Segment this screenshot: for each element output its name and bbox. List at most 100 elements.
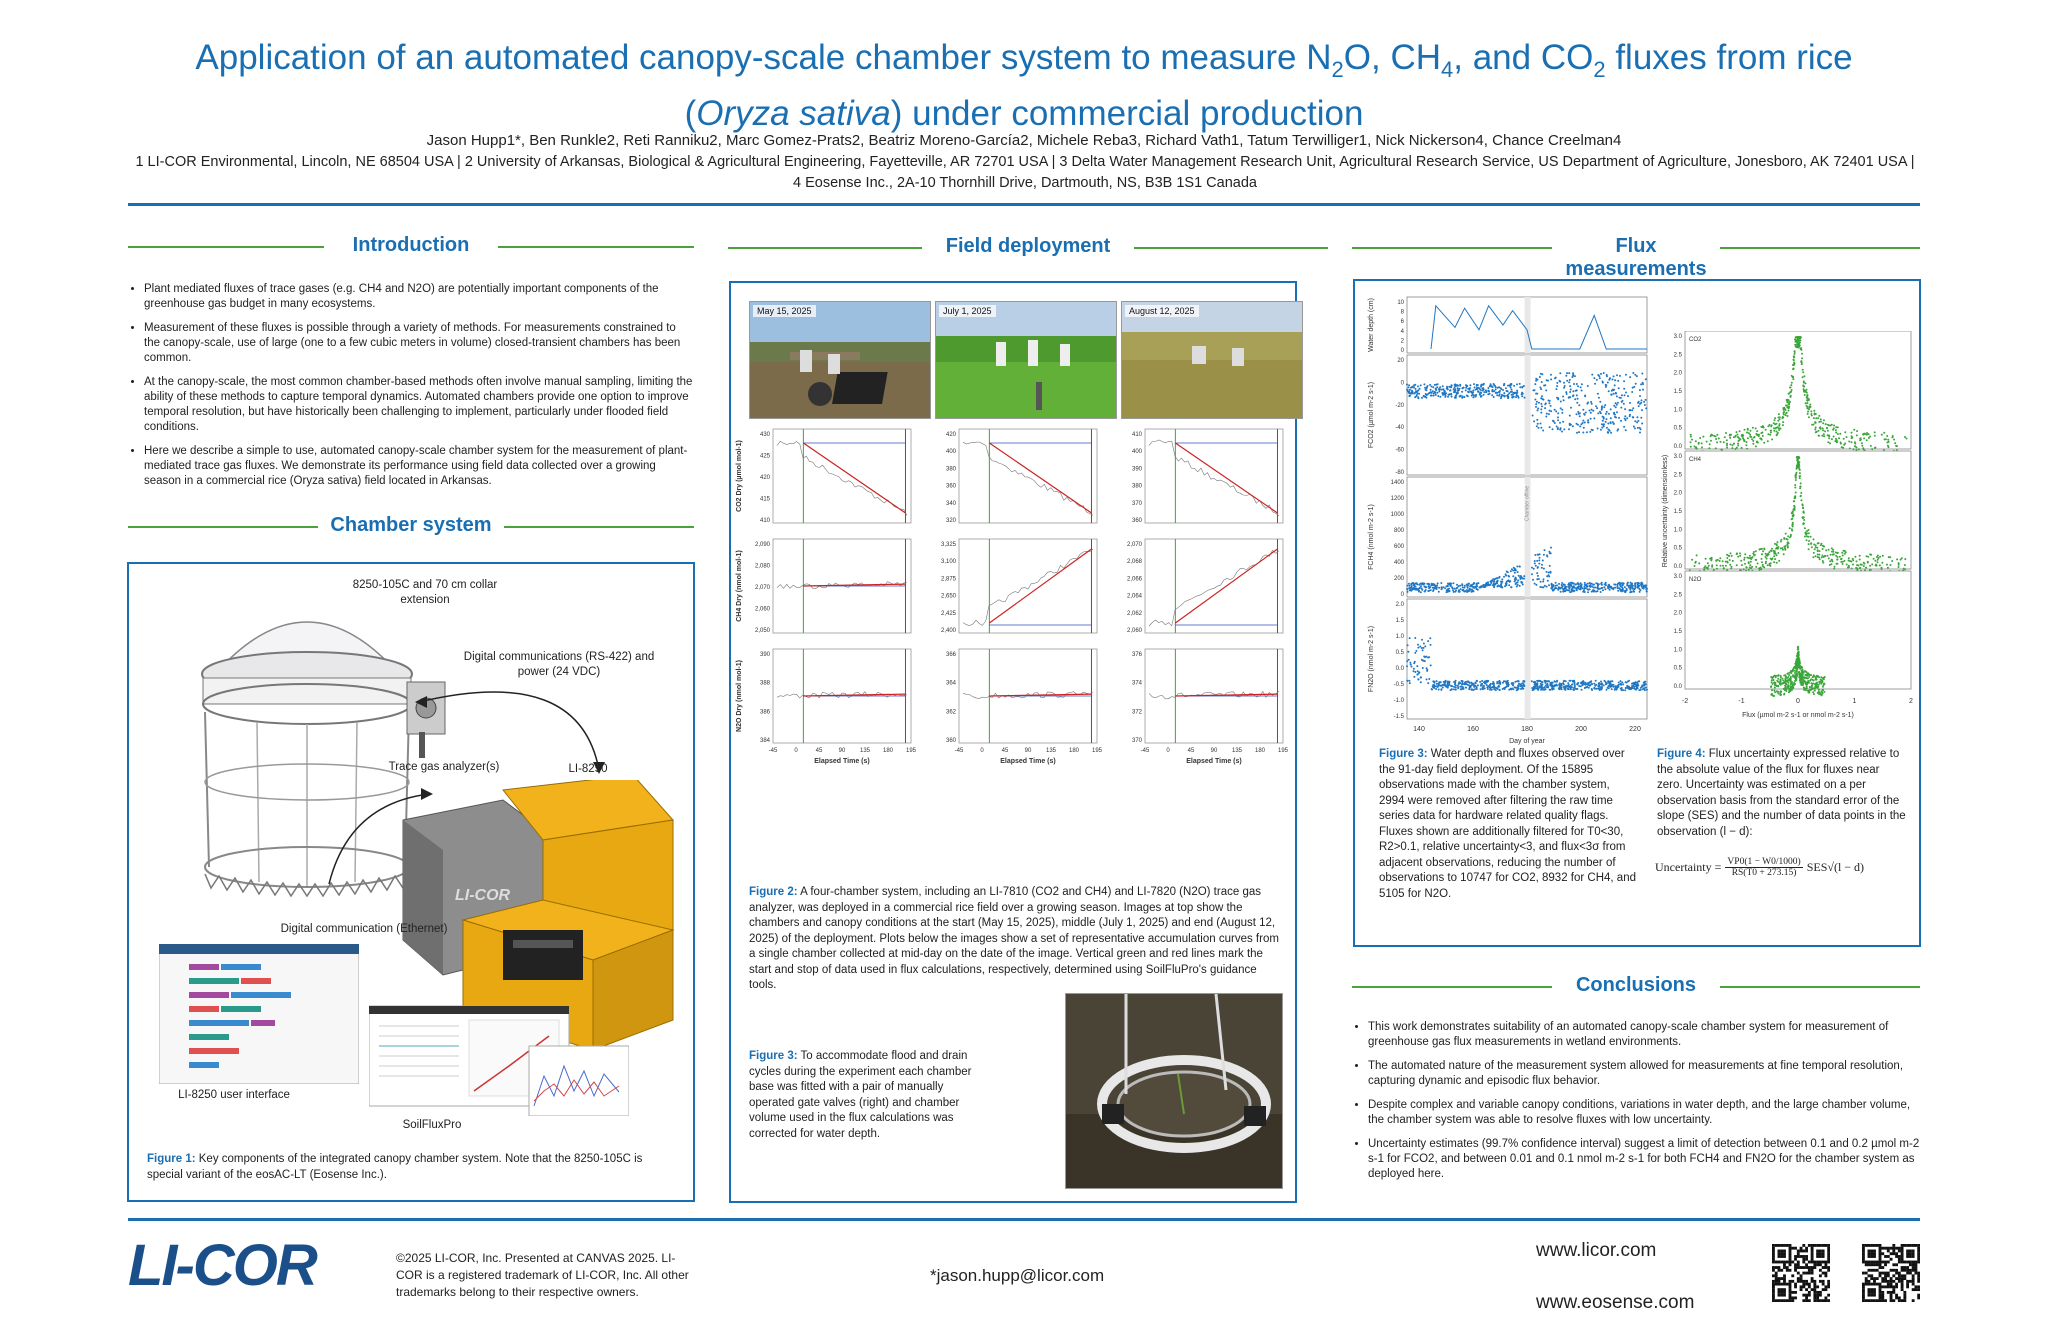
tick-label: 400	[1394, 560, 1405, 566]
y-axis-label: FCH4 (nmol m-2 s-1)	[1368, 504, 1375, 570]
data-point	[1536, 572, 1539, 575]
section-rule	[728, 247, 922, 249]
qr-module	[1873, 1279, 1876, 1283]
data-point	[1581, 681, 1584, 684]
qr-module	[1892, 1279, 1896, 1283]
data-point	[1776, 547, 1779, 550]
data-point	[1645, 590, 1648, 593]
qr-module	[1807, 1282, 1811, 1286]
data-point	[1559, 400, 1562, 403]
data-point	[1618, 416, 1620, 419]
qr-module	[1873, 1249, 1876, 1253]
data-point	[1522, 385, 1525, 387]
tick-label: 360	[946, 484, 957, 490]
tick-label: 220	[1629, 726, 1641, 733]
data-point	[1609, 417, 1612, 420]
data-point	[1558, 685, 1561, 688]
contact-email[interactable]: *jason.hupp@licor.com	[930, 1266, 1105, 1285]
data-point	[1454, 394, 1457, 397]
data-point	[1555, 680, 1558, 683]
data-point	[1820, 682, 1823, 685]
data-point	[1607, 680, 1610, 683]
qr-module	[1889, 1282, 1893, 1286]
data-point	[1793, 495, 1796, 498]
data-point	[1625, 587, 1628, 590]
data-point	[1518, 584, 1521, 587]
tick-label: 380	[1132, 484, 1143, 490]
data-point	[1430, 394, 1433, 397]
data-point	[1631, 416, 1634, 419]
data-point	[1463, 396, 1466, 398]
data-point	[1629, 584, 1632, 587]
data-point	[1464, 590, 1467, 593]
data-point	[1520, 687, 1523, 690]
qr-code[interactable]	[1772, 1244, 1830, 1302]
data-point	[1818, 414, 1821, 417]
fit-line	[989, 548, 1092, 624]
data-point	[1609, 421, 1612, 424]
y-axis-label: Relative uncertainty (dimensionless)	[1662, 455, 1669, 567]
data-point	[1510, 393, 1513, 396]
data-point	[1542, 687, 1544, 689]
qr-module	[1807, 1268, 1811, 1272]
data-point	[1786, 538, 1789, 541]
data-point	[1759, 566, 1762, 569]
data-point	[1408, 584, 1411, 587]
licor-url[interactable]: www.licor.com	[1536, 1240, 1657, 1261]
data-point	[1410, 665, 1413, 668]
data-point	[1506, 571, 1509, 574]
data-point	[1448, 683, 1451, 686]
list-item: This work demonstrates suitability of an…	[1368, 1020, 1922, 1050]
data-point	[1480, 395, 1483, 397]
data-point	[1429, 664, 1432, 667]
data-point	[1850, 441, 1853, 444]
data-point	[1694, 440, 1697, 443]
data-point	[1410, 392, 1413, 395]
tick-label: 360	[946, 738, 957, 744]
data-point	[1604, 683, 1607, 686]
data-point	[1637, 405, 1640, 408]
data-point	[1838, 437, 1841, 440]
data-point	[1474, 585, 1477, 588]
data-point	[1789, 670, 1792, 673]
data-point	[1612, 375, 1615, 378]
data-point	[1453, 384, 1456, 386]
data-point	[1600, 688, 1603, 691]
data-point	[1820, 556, 1823, 559]
eosense-url[interactable]: www.eosense.com	[1536, 1292, 1695, 1313]
data-point	[1869, 568, 1872, 571]
data-point	[1458, 590, 1461, 593]
data-point	[1482, 382, 1485, 385]
section-rule	[1352, 986, 1552, 988]
data-point	[1756, 562, 1759, 565]
data-point	[1711, 565, 1714, 568]
qr-module	[1867, 1274, 1871, 1278]
data-point	[1517, 574, 1520, 577]
qr-module	[1862, 1288, 1865, 1292]
qr-module	[1813, 1296, 1817, 1300]
data-point	[1509, 386, 1512, 389]
data-point	[1454, 688, 1457, 691]
tick-label: 180	[883, 748, 894, 754]
qr-code[interactable]	[1862, 1244, 1920, 1302]
data-point	[1784, 686, 1787, 689]
data-point	[1453, 587, 1456, 590]
data-point	[1409, 661, 1412, 664]
data-point	[1601, 407, 1604, 409]
tick-label: 400	[946, 449, 957, 455]
data-point	[1860, 442, 1863, 445]
data-point	[1484, 583, 1487, 586]
qr-module	[1886, 1290, 1890, 1294]
data-point	[1600, 680, 1602, 683]
data-point	[1536, 566, 1539, 569]
tick-label: -45	[1141, 748, 1150, 754]
data-point	[1804, 382, 1807, 385]
data-point	[1446, 682, 1449, 685]
qr-module	[1783, 1299, 1786, 1302]
data-point	[1710, 558, 1713, 561]
data-point	[1832, 435, 1835, 438]
qr-module	[1878, 1274, 1882, 1278]
data-point	[1507, 384, 1509, 387]
